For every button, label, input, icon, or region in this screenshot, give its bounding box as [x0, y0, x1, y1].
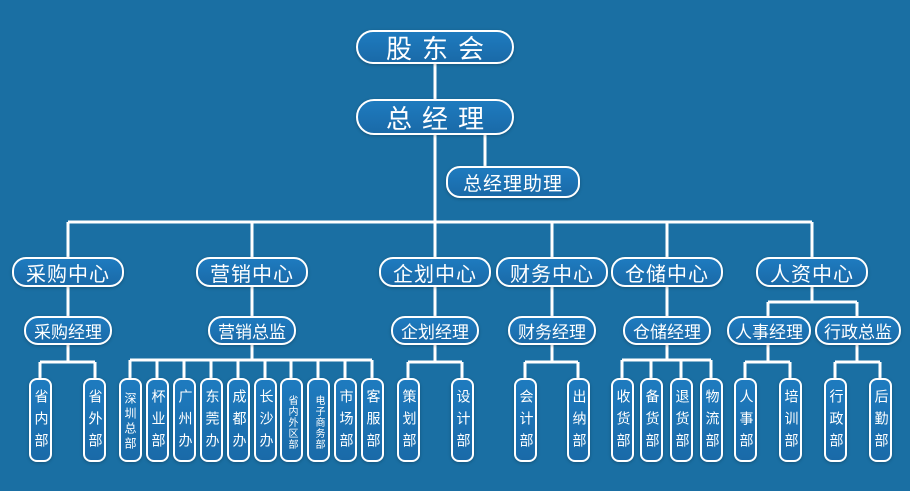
node-dept: 退货部	[670, 378, 693, 462]
node-dept: 收货部	[611, 378, 634, 462]
node-dept: 东莞办	[200, 378, 223, 462]
node-gm-assistant: 总经理助理	[446, 166, 580, 198]
node-dept: 省内外区部	[280, 378, 303, 462]
node-admin-director: 行政总监	[815, 316, 901, 345]
node-dept: 电子商务部	[307, 378, 330, 462]
node-dept: 后勤部	[869, 378, 892, 462]
node-dept: 广州办	[173, 378, 196, 462]
node-center-warehouse: 仓储中心	[611, 257, 723, 287]
node-planning-manager: 企划经理	[391, 316, 479, 345]
node-dept: 长沙办	[254, 378, 277, 462]
node-center-finance: 财务中心	[496, 257, 608, 287]
node-dept: 成都办	[227, 378, 250, 462]
node-marketing-director: 营销总监	[208, 316, 296, 345]
node-dept: 杯业部	[146, 378, 169, 462]
node-procurement-manager: 采购经理	[24, 316, 112, 345]
node-dept: 省内部	[29, 378, 52, 462]
node-dept: 行政部	[824, 378, 847, 462]
node-center-hr: 人资中心	[756, 257, 868, 287]
node-personnel-manager: 人事经理	[727, 316, 811, 345]
node-center-planning: 企划中心	[379, 257, 491, 287]
node-general-manager: 总经理	[356, 99, 514, 135]
node-dept: 市场部	[334, 378, 357, 462]
node-center-procurement: 采购中心	[12, 257, 124, 287]
node-dept: 深圳总部	[119, 378, 142, 462]
node-dept: 培训部	[779, 378, 802, 462]
node-finance-manager: 财务经理	[508, 316, 596, 345]
node-dept: 设计部	[451, 378, 474, 462]
node-warehouse-manager: 仓储经理	[623, 316, 711, 345]
node-dept: 物流部	[700, 378, 723, 462]
node-center-marketing: 营销中心	[196, 257, 308, 287]
node-dept: 出纳部	[567, 378, 590, 462]
node-dept: 备货部	[640, 378, 663, 462]
node-dept: 会计部	[514, 378, 537, 462]
node-dept: 人事部	[734, 378, 757, 462]
node-dept: 策划部	[397, 378, 420, 462]
node-dept: 客服部	[361, 378, 384, 462]
node-dept: 省外部	[83, 378, 106, 462]
node-shareholders-meeting: 股东会	[356, 30, 514, 65]
